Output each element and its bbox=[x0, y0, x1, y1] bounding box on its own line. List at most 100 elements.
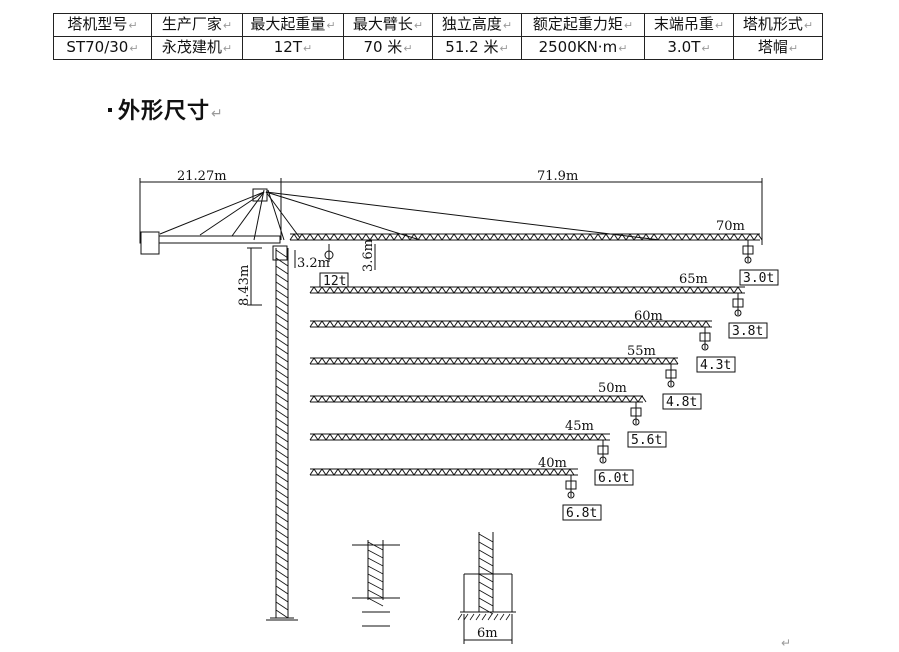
jib-brace bbox=[457, 433, 463, 441]
jib-brace bbox=[693, 233, 699, 241]
jib-brace bbox=[445, 233, 451, 241]
jib-brace bbox=[357, 320, 363, 328]
jib-brace bbox=[629, 357, 635, 365]
mast-brace bbox=[275, 281, 289, 291]
jib-brace bbox=[637, 357, 643, 365]
jib-brace bbox=[553, 395, 559, 403]
jib-brace bbox=[533, 233, 539, 241]
jib-brace bbox=[441, 286, 447, 294]
mast-brace bbox=[275, 321, 289, 331]
jib-brace bbox=[313, 320, 319, 328]
jib-brace bbox=[413, 433, 419, 441]
jib-brace bbox=[357, 433, 363, 441]
jib-length-label: 55m bbox=[627, 344, 656, 359]
jib-brace bbox=[521, 395, 527, 403]
jib-brace bbox=[745, 233, 751, 241]
base-mast-brace bbox=[478, 573, 494, 583]
jib-brace bbox=[321, 395, 327, 403]
dim-jib-span-label: 71.9m bbox=[537, 169, 578, 184]
header-cell: 最大臂长↵ bbox=[343, 13, 433, 37]
jib-brace bbox=[337, 433, 343, 441]
jib-brace bbox=[525, 233, 531, 241]
jib-brace bbox=[365, 320, 371, 328]
jib-brace bbox=[333, 233, 339, 241]
mast-brace bbox=[275, 497, 289, 507]
jib-brace bbox=[509, 233, 515, 241]
jib-brace bbox=[737, 286, 743, 294]
jib-brace bbox=[409, 357, 415, 365]
jib-brace bbox=[385, 357, 391, 365]
jib-brace bbox=[401, 395, 407, 403]
jib-brace bbox=[501, 233, 507, 241]
jib-brace bbox=[433, 233, 439, 241]
jib-brace bbox=[553, 433, 559, 441]
jib-brace bbox=[705, 286, 711, 294]
jib-brace bbox=[541, 286, 547, 294]
mast-brace bbox=[275, 393, 289, 403]
jib-brace bbox=[753, 233, 759, 241]
jib-brace bbox=[449, 286, 455, 294]
jib-brace bbox=[333, 433, 339, 441]
jib-brace bbox=[325, 433, 331, 441]
jib-brace bbox=[661, 233, 667, 241]
jib-brace bbox=[561, 320, 567, 328]
jib-brace bbox=[489, 433, 495, 441]
jib-brace bbox=[513, 433, 519, 441]
jib-brace bbox=[493, 433, 499, 441]
base-mast-brace bbox=[478, 581, 494, 591]
jib-brace bbox=[301, 233, 307, 241]
jib-brace bbox=[341, 395, 347, 403]
jib-brace bbox=[637, 395, 643, 403]
jib-brace bbox=[653, 233, 659, 241]
jib-brace bbox=[661, 357, 667, 365]
jib-brace bbox=[385, 233, 391, 241]
jib-brace bbox=[481, 433, 487, 441]
tip-load-label: 3.8t bbox=[732, 324, 763, 339]
jib-brace bbox=[477, 395, 483, 403]
tip-load-box bbox=[696, 356, 736, 373]
tip-load-box bbox=[627, 431, 667, 448]
jib-brace bbox=[641, 320, 647, 328]
bullet-icon bbox=[108, 108, 112, 112]
jib-brace bbox=[609, 233, 615, 241]
jib-brace bbox=[689, 233, 695, 241]
jib-brace bbox=[345, 433, 351, 441]
jib-brace bbox=[441, 320, 447, 328]
jib-brace bbox=[365, 395, 371, 403]
jib-brace bbox=[469, 286, 475, 294]
jib-brace bbox=[337, 286, 343, 294]
jib-brace bbox=[617, 320, 623, 328]
jib-brace bbox=[549, 433, 555, 441]
jib-brace bbox=[509, 395, 515, 403]
jib-brace bbox=[513, 357, 519, 365]
jib-brace bbox=[393, 468, 399, 476]
mast-brace bbox=[275, 433, 289, 443]
jib-brace bbox=[329, 357, 335, 365]
jib-brace bbox=[585, 357, 591, 365]
jib-brace bbox=[473, 286, 479, 294]
jib-brace bbox=[421, 357, 427, 365]
counter-jib-tie bbox=[231, 191, 265, 237]
jib-brace bbox=[597, 357, 603, 365]
jib-brace bbox=[473, 468, 479, 476]
jib-brace bbox=[537, 320, 543, 328]
mast-brace bbox=[275, 385, 289, 395]
jib-brace bbox=[397, 468, 403, 476]
jib-brace bbox=[433, 395, 439, 403]
jib-brace bbox=[413, 468, 419, 476]
jib-brace bbox=[569, 357, 575, 365]
jib-brace bbox=[445, 395, 451, 403]
jib-brace bbox=[445, 320, 451, 328]
jib-brace bbox=[577, 433, 583, 441]
jib-brace bbox=[505, 395, 511, 403]
jib-brace bbox=[453, 395, 459, 403]
jib-brace bbox=[389, 286, 395, 294]
jib-brace bbox=[489, 357, 495, 365]
jib-brace bbox=[601, 357, 607, 365]
tip-load-box bbox=[739, 269, 779, 286]
jib-brace bbox=[649, 286, 655, 294]
jib-brace bbox=[353, 395, 359, 403]
